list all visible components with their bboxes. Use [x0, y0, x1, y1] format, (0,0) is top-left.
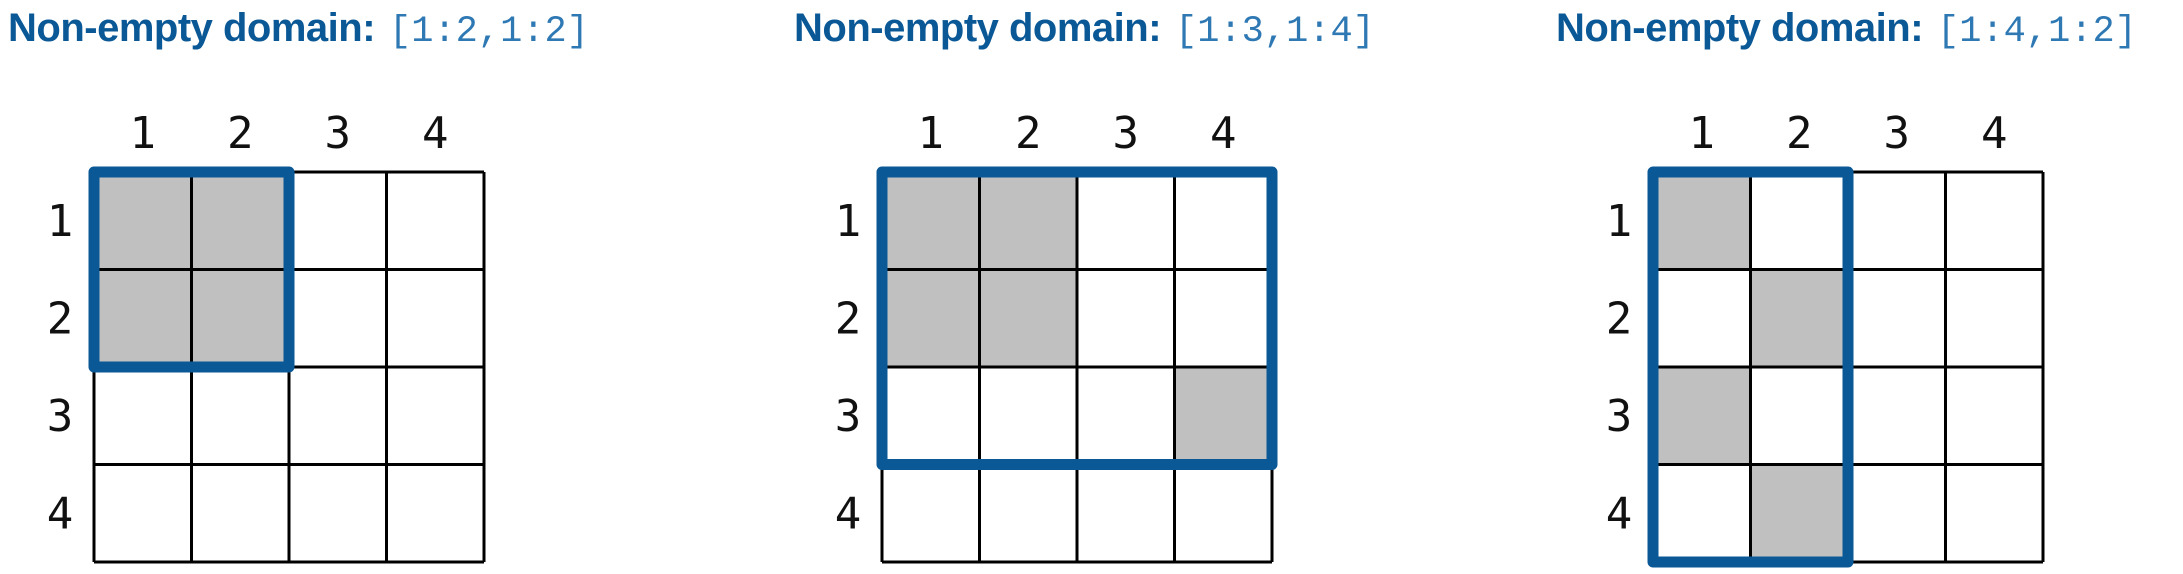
- filled-cell: [882, 172, 980, 270]
- filled-cell: [1653, 172, 1751, 270]
- filled-cell: [1653, 367, 1751, 465]
- domain-boundary: [1647, 166, 1854, 568]
- column-label: 1: [918, 108, 945, 159]
- array-grid: 1 2 3 4 1 2 3 4: [47, 108, 486, 564]
- row-label: 3: [47, 391, 74, 442]
- row-label: 4: [835, 488, 862, 539]
- row-label: 3: [835, 391, 862, 442]
- row-label: 4: [1606, 488, 1633, 539]
- domain-range: [1:3,1:4]: [1175, 11, 1375, 53]
- domain-range: [1:2,1:2]: [389, 11, 589, 53]
- panel-title: Non-empty domain: [1:3,1:4]: [794, 6, 1375, 53]
- array-grid: 1 2 3 4 1 2 3 4: [1606, 108, 2045, 568]
- domain-boundary: [876, 166, 1278, 470]
- title-label: Non-empty domain:: [794, 6, 1162, 50]
- column-label: 2: [1015, 108, 1042, 159]
- filled-cell: [191, 172, 289, 270]
- column-label: 3: [1113, 108, 1140, 159]
- column-label: 4: [1210, 108, 1237, 159]
- filled-cell: [1174, 367, 1272, 465]
- row-label: 2: [47, 293, 74, 344]
- filled-cell: [882, 269, 980, 367]
- title-label: Non-empty domain:: [8, 6, 376, 50]
- column-label: 1: [1689, 108, 1716, 159]
- filled-cell: [1750, 269, 1848, 367]
- domain-boundary: [88, 166, 295, 373]
- filled-cell: [979, 269, 1077, 367]
- row-label: 1: [835, 196, 862, 247]
- column-label: 2: [227, 108, 254, 159]
- domain-range: [1:4,1:2]: [1937, 11, 2137, 53]
- panel-title: Non-empty domain: [1:2,1:2]: [8, 6, 589, 53]
- row-label: 2: [1606, 293, 1633, 344]
- column-label: 4: [1981, 108, 2008, 159]
- column-label: 3: [325, 108, 352, 159]
- row-label: 3: [1606, 391, 1633, 442]
- column-label: 4: [422, 108, 449, 159]
- row-label: 4: [47, 488, 74, 539]
- column-label: 3: [1884, 108, 1911, 159]
- row-label: 2: [835, 293, 862, 344]
- filled-cell: [94, 172, 192, 270]
- filled-cell: [979, 172, 1077, 270]
- panel-title: Non-empty domain: [1:4,1:2]: [1556, 6, 2137, 53]
- column-label: 2: [1786, 108, 1813, 159]
- row-label: 1: [1606, 196, 1633, 247]
- filled-cell: [1750, 464, 1848, 562]
- filled-cell: [191, 269, 289, 367]
- row-label: 1: [47, 196, 74, 247]
- array-grid: 1 2 3 4 1 2 3 4: [835, 108, 1278, 564]
- column-label: 1: [130, 108, 157, 159]
- filled-cell: [94, 269, 192, 367]
- title-label: Non-empty domain:: [1556, 6, 1924, 50]
